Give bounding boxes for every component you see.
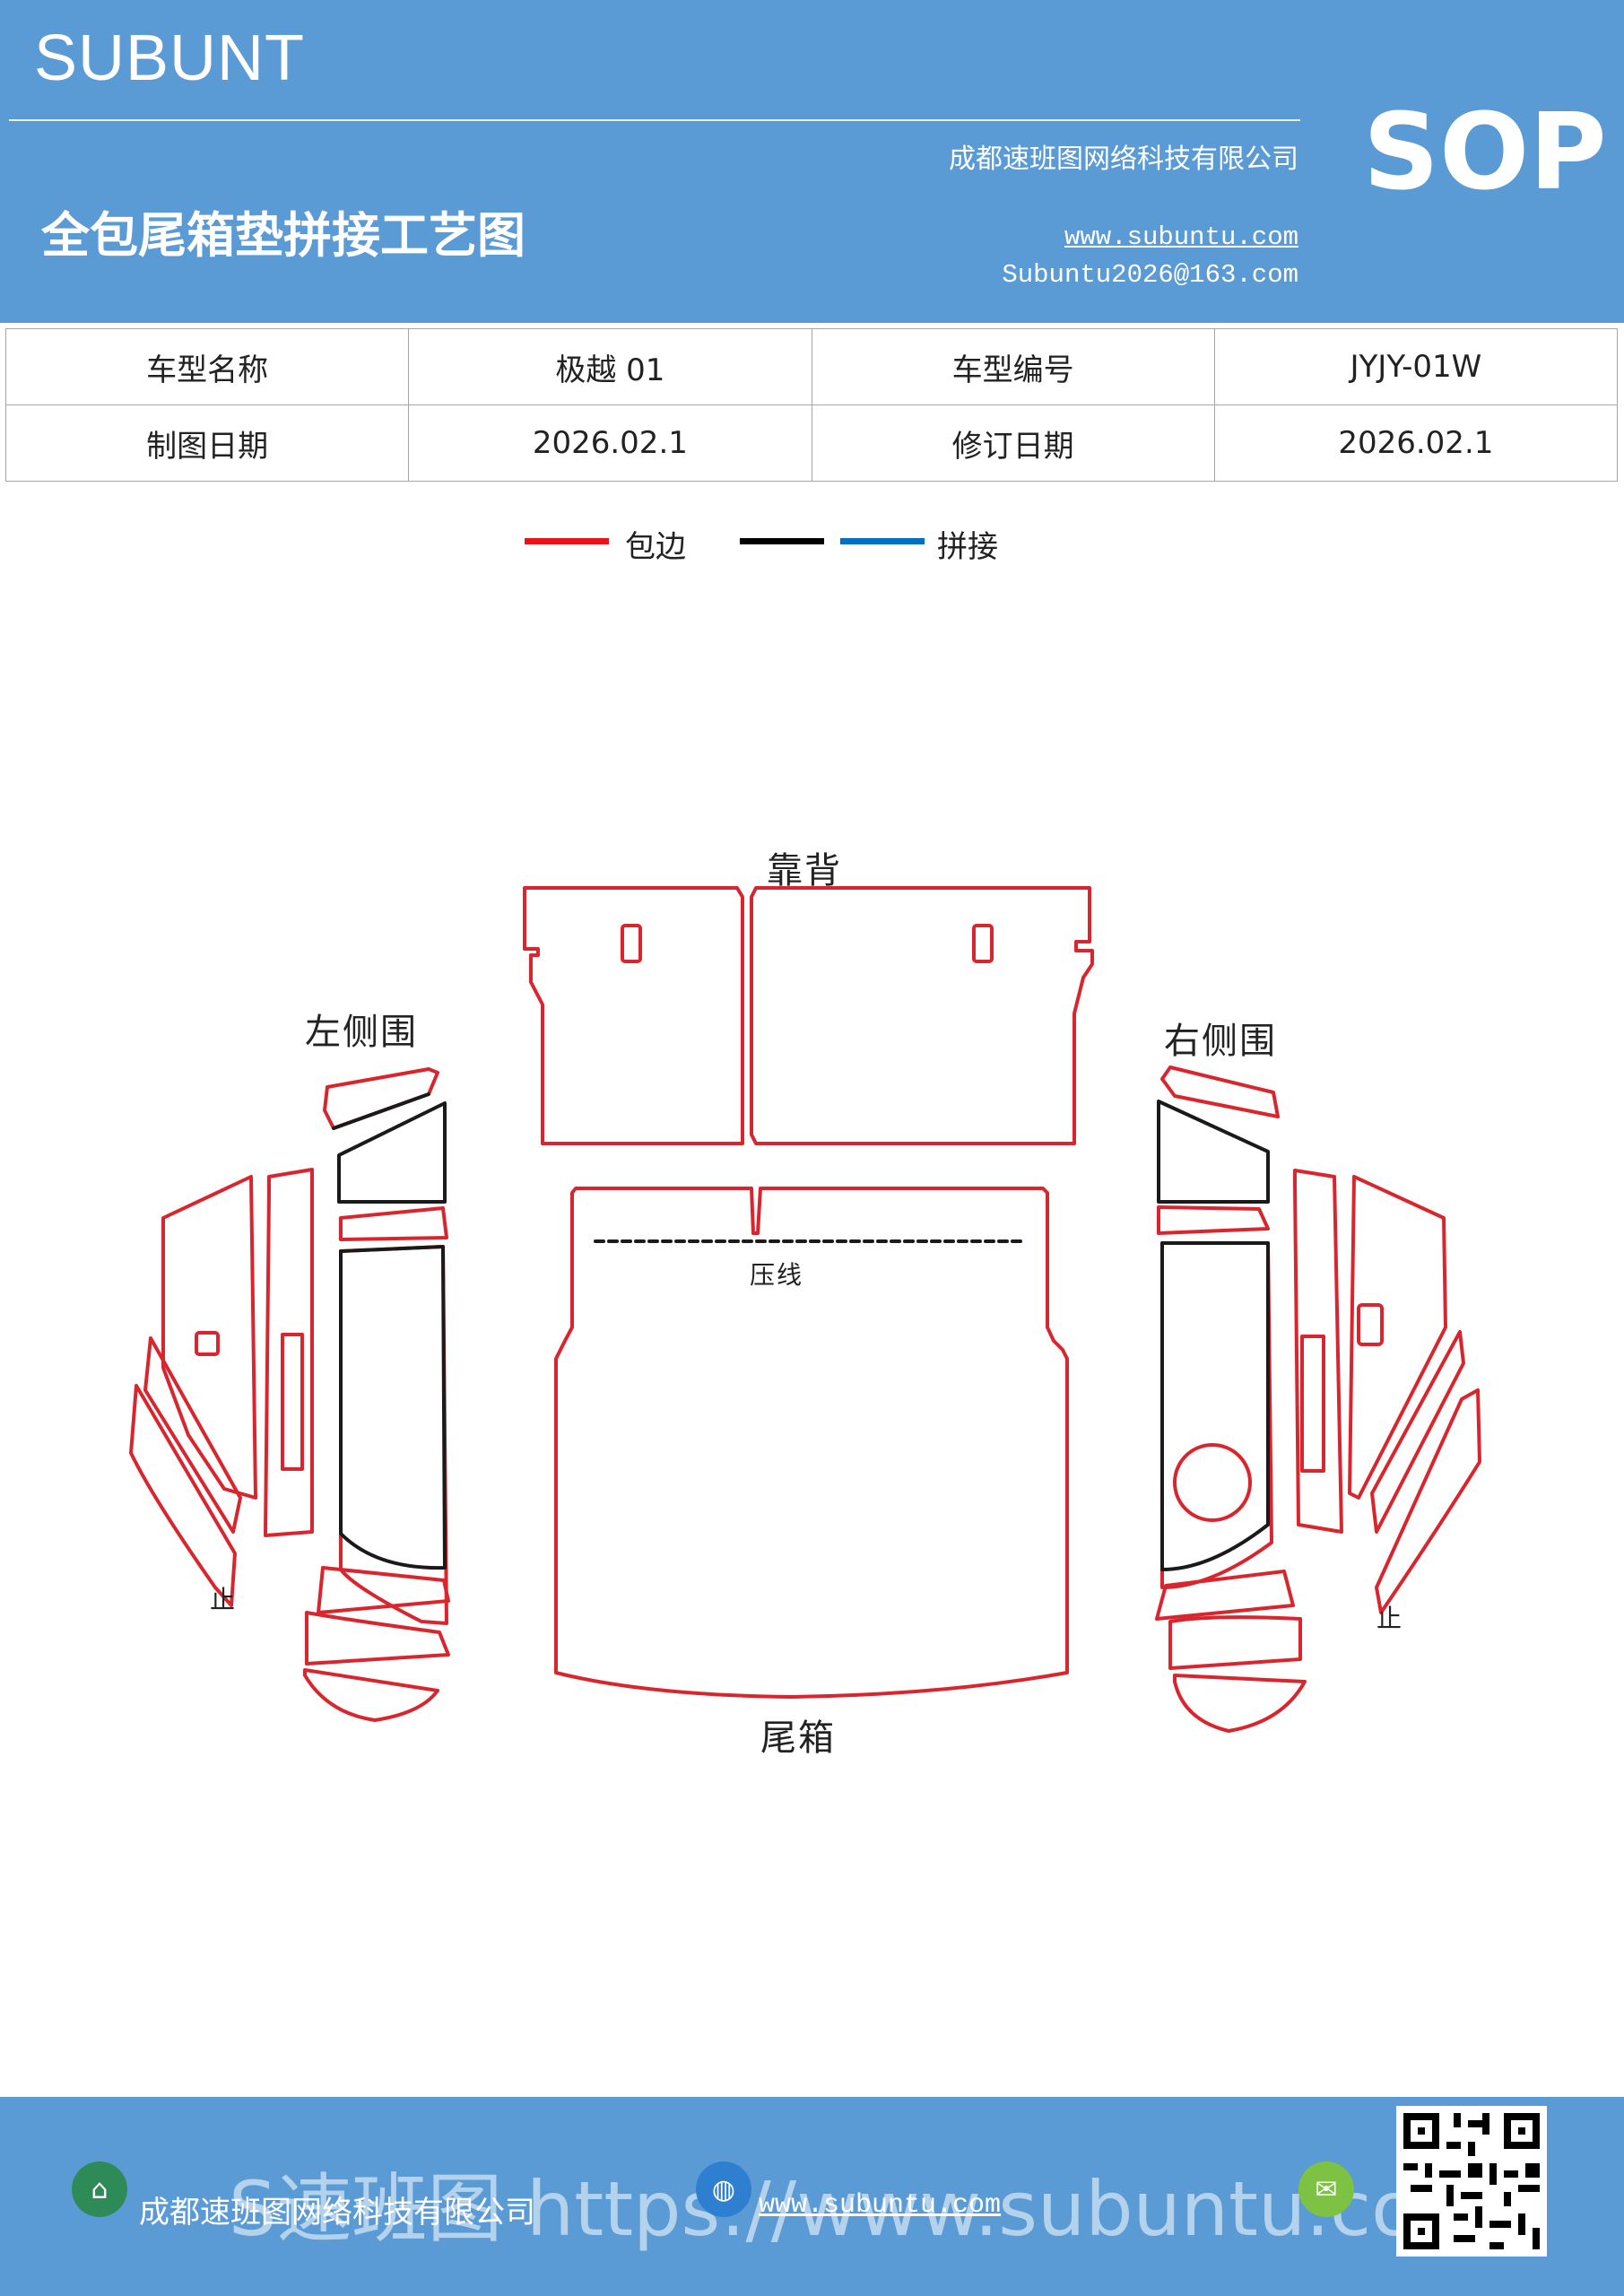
website-link[interactable]: www.subuntu.com: [1064, 222, 1298, 252]
right-side-piece-2: [1157, 1100, 1270, 1204]
wechat-icon: ✉: [1298, 2161, 1354, 2217]
label-trunk: 尾箱: [760, 1718, 836, 1759]
right-side-seam-4: [1160, 1241, 1270, 1571]
label-press-line: 压线: [750, 1260, 804, 1290]
table-cell-label: 车型编号: [811, 328, 1215, 405]
mat-pattern-svg: [129, 886, 1481, 1733]
legend-swatch-blue: [840, 538, 925, 544]
table-row: 车型名称 极越 01 车型编号 JYJY-01W: [4, 328, 1619, 405]
line-legend: 包边 拼接: [525, 520, 1063, 574]
footer-website-link[interactable]: www.subuntu.com: [759, 2190, 1002, 2221]
left-side-piece-11: [303, 1668, 439, 1722]
table-cell-label: 制图日期: [4, 404, 410, 482]
vehicle-info-table: 车型名称 极越 01 车型编号 JYJY-01W 制图日期 2026.02.1 …: [4, 328, 1619, 482]
label-right-stop: 止: [1376, 1604, 1404, 1633]
legend-swatch-red: [525, 538, 609, 544]
table-row: 制图日期 2026.02.1 修订日期 2026.02.1: [4, 404, 1619, 482]
left-side-piece-4: [339, 1245, 448, 1625]
header-divider: [9, 119, 1300, 121]
backrest-left-slot: [621, 924, 642, 963]
building-icon: ⌂: [72, 2161, 127, 2217]
left-side-piece-6: [161, 1175, 257, 1500]
trunk-floor-panel: [554, 1187, 1069, 1699]
right-side-slot: [1300, 1335, 1325, 1473]
right-side-piece-8: [1375, 1388, 1481, 1614]
legend-label-binding: 包边: [625, 529, 686, 565]
label-left-side: 左侧围: [305, 1012, 418, 1053]
right-side-piece-6: [1348, 1175, 1447, 1500]
legend-label-splice: 拼接: [937, 529, 998, 565]
right-side-piece-11: [1173, 1674, 1307, 1733]
left-side-piece-2: [337, 1101, 447, 1204]
backrest-left-panel: [523, 886, 744, 1145]
footer-banner: S速班图 https://www.subuntu.com ⌂ 成都速班图网络科技…: [0, 2097, 1624, 2296]
mat-diagram: 靠背 左侧围 右侧围 压线 尾箱 止 止: [0, 807, 1624, 1794]
left-side-piece-10: [305, 1611, 450, 1665]
backrest-right-slot: [972, 924, 994, 963]
email-address[interactable]: Subuntu2026@163.com: [1002, 260, 1298, 290]
document-title: 全包尾箱垫拼接工艺图: [41, 206, 525, 264]
label-left-stop: 止: [210, 1585, 238, 1614]
left-side-piece-5: [264, 1168, 314, 1537]
left-side-piece-7: [143, 1336, 242, 1534]
right-side-piece-10: [1168, 1615, 1302, 1670]
table-cell-value: 2026.02.1: [1213, 404, 1619, 482]
left-side-piece-8: [129, 1384, 237, 1607]
right-side-piece-5: [1293, 1169, 1343, 1534]
table-cell-label: 车型名称: [4, 328, 410, 405]
table-cell-value: 2026.02.1: [408, 404, 812, 482]
left-side-seam-4: [339, 1245, 447, 1570]
left-side-piece-3: [339, 1206, 448, 1241]
qr-code-graphic: [1396, 2106, 1547, 2257]
right-side-round-hole: [1173, 1443, 1252, 1522]
right-side-piece-7: [1370, 1330, 1465, 1534]
right-side-piece-3: [1157, 1205, 1270, 1235]
left-side-small-slot: [195, 1331, 220, 1356]
legend-swatch-black: [740, 538, 824, 544]
left-side-piece-9: [317, 1566, 450, 1614]
backrest-right-panel: [750, 886, 1094, 1145]
right-side-small-slot: [1357, 1303, 1384, 1346]
sop-badge: SOP: [1363, 90, 1607, 213]
right-side-piece-1: [1160, 1065, 1280, 1118]
label-right-side: 右侧围: [1164, 1021, 1277, 1062]
right-side-piece-9: [1155, 1570, 1295, 1621]
brand-name: SUBUNT: [34, 22, 306, 94]
globe-icon: ◍: [696, 2161, 751, 2217]
label-backrest: 靠背: [767, 850, 842, 891]
footer-watermark: S速班图 https://www.subuntu.com: [229, 2165, 1491, 2253]
table-cell-label: 修订日期: [811, 404, 1215, 482]
company-name: 成都速班图网络科技有限公司: [949, 144, 1298, 175]
header-banner: SUBUNT SOP 全包尾箱垫拼接工艺图 成都速班图网络科技有限公司 www.…: [0, 0, 1624, 323]
table-cell-value: JYJY-01W: [1213, 328, 1619, 405]
right-side-piece-4: [1160, 1241, 1273, 1589]
table-cell-value: 极越 01: [408, 328, 812, 405]
left-side-slot: [281, 1333, 304, 1471]
left-side-seam-1: [332, 1092, 430, 1130]
qr-code[interactable]: [1396, 2106, 1547, 2257]
footer-company-name: 成都速班图网络科技有限公司: [139, 2195, 535, 2231]
